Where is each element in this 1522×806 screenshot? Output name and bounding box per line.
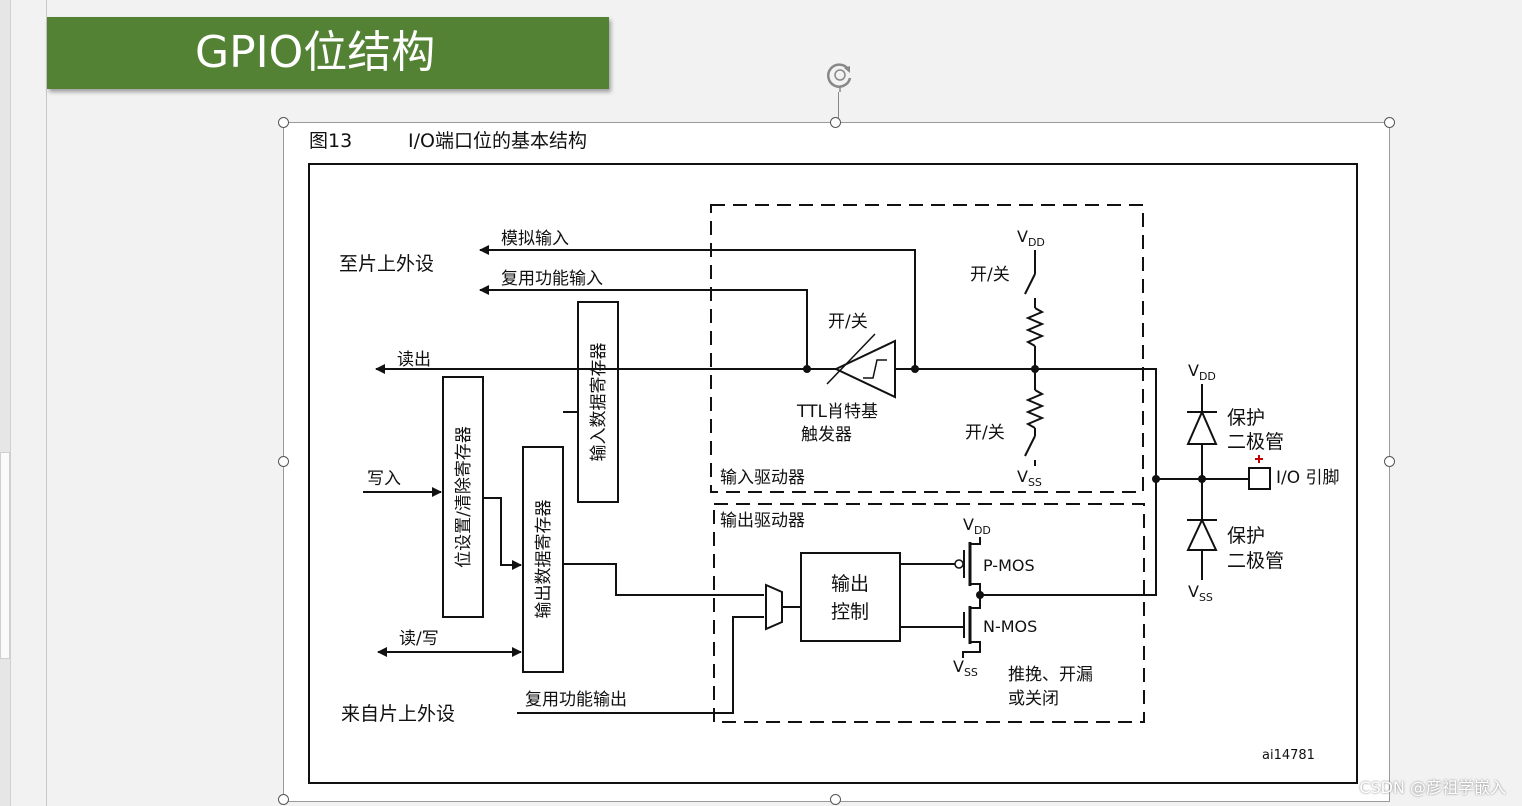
junction-dot <box>911 365 919 373</box>
junction-dot <box>1152 475 1160 483</box>
resize-handle-bottom[interactable] <box>830 794 841 805</box>
io-node-wire <box>895 368 1157 479</box>
mode-label-1: 推挽、开漏 <box>1008 665 1093 685</box>
resize-handle-right[interactable] <box>1384 456 1395 467</box>
thumbnail-scroll[interactable] <box>0 452 10 659</box>
wire <box>962 641 981 658</box>
odr-label: 输出数据寄存器 <box>534 500 554 619</box>
input-driver-label: 输入驱动器 <box>720 468 805 488</box>
resize-handle-bottom-left[interactable] <box>278 794 289 805</box>
alt-func-output-label: 复用功能输出 <box>525 690 627 710</box>
bsrr-to-odr-wire <box>483 497 522 570</box>
schmitt-switch-label: 开/关 <box>828 312 868 332</box>
resize-handle-top-left[interactable] <box>278 117 289 128</box>
analog-input-label: 模拟输入 <box>501 229 569 249</box>
multiplexer <box>765 583 783 631</box>
resize-handle-top-right[interactable] <box>1384 117 1395 128</box>
output-control-block <box>800 552 901 642</box>
switch-slash <box>826 333 876 385</box>
lower-diode <box>1186 517 1218 551</box>
nmos-label: N-MOS <box>983 617 1037 636</box>
alt-func-output-wire <box>517 616 764 714</box>
pullup-resistor <box>1025 307 1045 347</box>
vdd-pmos-label: VDD <box>963 515 991 537</box>
output-control-label-2: 控制 <box>831 601 869 623</box>
mode-label-2: 或关闭 <box>1008 689 1059 709</box>
figure-id: ai14781 <box>1262 748 1315 763</box>
rotate-connector <box>838 92 839 118</box>
vss-diode-label: VSS <box>1188 582 1213 604</box>
gpio-diagram: 图13 I/O端口位的基本结构 至片上外设 模拟输入 复用功能输入 读出 写入 … <box>308 130 1358 784</box>
rotate-handle[interactable] <box>824 60 856 92</box>
wire <box>970 537 981 545</box>
figure-number: 图13 <box>309 130 352 152</box>
ttl-label-2: 触发器 <box>801 425 852 445</box>
pullup-switch-label: 开/关 <box>970 265 1010 285</box>
resize-handle-left[interactable] <box>278 456 289 467</box>
input-driver-box <box>710 204 1144 493</box>
idr-label: 输入数据寄存器 <box>589 343 609 462</box>
thumbnail-pane[interactable] <box>0 0 11 806</box>
read-write-label: 读/写 <box>399 629 439 649</box>
schmitt-trigger-symbol <box>833 339 896 399</box>
io-pin-pad <box>1248 467 1271 490</box>
analog-input-wire <box>479 245 916 369</box>
output-driver-label: 输出驱动器 <box>720 511 805 531</box>
pmos-label: P-MOS <box>983 556 1035 575</box>
hysteresis-icon <box>863 359 887 379</box>
upper-diode <box>1186 409 1218 445</box>
from-peripheral-label: 来自片上外设 <box>341 703 455 725</box>
wire <box>970 595 981 609</box>
slide-edge <box>46 0 47 806</box>
vdd-diode-label: VDD <box>1188 361 1216 383</box>
slide-title: GPIO位结构 <box>195 27 436 78</box>
read-out-label: 读出 <box>397 350 431 370</box>
pulldown-resistor <box>1025 389 1045 429</box>
upper-protect-label-2: 二极管 <box>1227 431 1284 453</box>
pulldown-switch <box>1024 435 1036 457</box>
idr-register <box>577 301 619 503</box>
io-pin-label: I/O 引脚 <box>1276 468 1340 488</box>
lower-protect-label-2: 二极管 <box>1227 550 1284 572</box>
diagram-frame <box>308 163 1358 784</box>
figure-caption: I/O端口位的基本结构 <box>408 130 587 152</box>
watermark: CSDN @彦祖学嵌入 <box>1359 778 1506 797</box>
odr-register <box>522 446 564 673</box>
pmos-gate-bubble <box>954 559 964 569</box>
lower-protect-label-1: 保护 <box>1227 525 1265 547</box>
vss-input-label: VSS <box>1017 467 1042 489</box>
output-driver-box <box>713 503 1145 723</box>
ttl-label-1: TTL肖特基 <box>796 402 878 422</box>
output-control-label-1: 输出 <box>831 573 869 595</box>
vss-nmos-label: VSS <box>953 657 978 679</box>
title-banner[interactable]: GPIO位结构 <box>47 17 609 89</box>
diagram-figure[interactable]: 图13 I/O端口位的基本结构 至片上外设 模拟输入 复用功能输入 读出 写入 … <box>283 122 1390 802</box>
alt-func-input-wire <box>479 285 808 369</box>
upper-protect-label-1: 保护 <box>1227 407 1265 429</box>
vdd-top-label: VDD <box>1017 227 1045 249</box>
rotate-icon <box>827 63 852 92</box>
output-node-wire <box>980 479 1157 596</box>
alt-func-input-label: 复用功能输入 <box>501 269 603 289</box>
pullup-switch <box>1024 273 1036 295</box>
resize-handle-top[interactable] <box>830 117 841 128</box>
pulldown-switch-label: 开/关 <box>965 423 1005 443</box>
bsrr-label: 位设置/清除寄存器 <box>454 426 474 568</box>
odr-output-wire <box>563 563 764 596</box>
write-in-label: 写入 <box>367 469 401 489</box>
to-peripheral-label: 至片上外设 <box>339 253 434 275</box>
